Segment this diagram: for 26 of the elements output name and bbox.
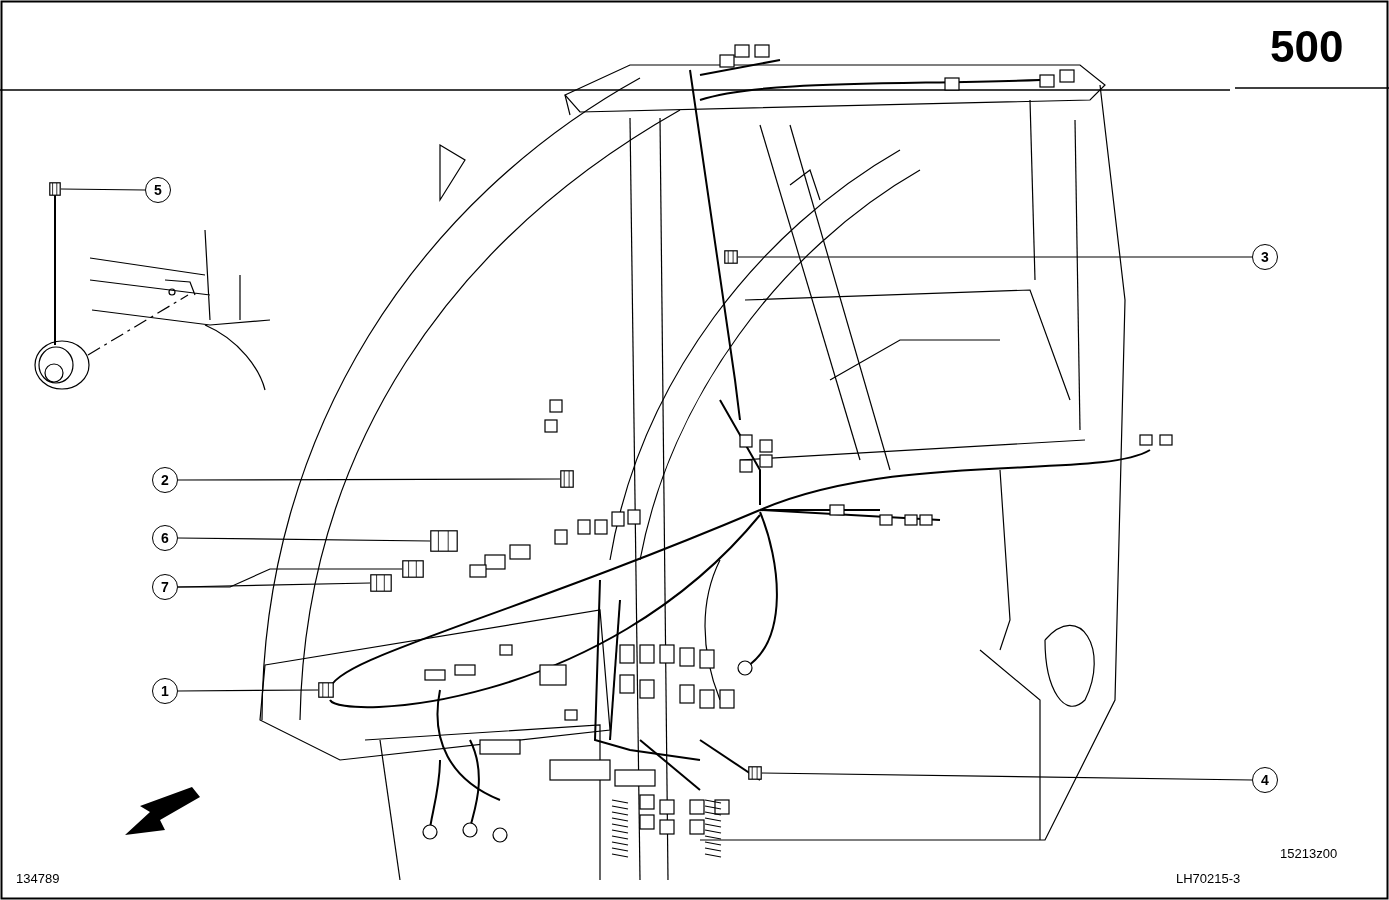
- callout-number: 6: [152, 525, 178, 551]
- connector-plug: [402, 560, 424, 578]
- connector-plug: [748, 766, 762, 780]
- document-number: LH70215-3: [1176, 871, 1241, 886]
- leader-line: [737, 256, 1253, 258]
- connector-plug: [49, 182, 61, 196]
- connector-plug: [560, 470, 574, 488]
- connector-plug: [430, 530, 458, 552]
- callout-number: 4: [1252, 767, 1278, 793]
- drawing-number: 15213z00: [1280, 846, 1338, 861]
- leader-line: [761, 772, 1253, 781]
- leader-line: [177, 689, 319, 692]
- leader-line: [177, 582, 371, 588]
- part-number: 134789: [16, 871, 60, 886]
- callout-number: 1: [152, 678, 178, 704]
- leader-line: [177, 478, 561, 481]
- leader-line: [177, 537, 431, 542]
- callout-number: 5: [145, 177, 171, 203]
- callout-number: 3: [1252, 244, 1278, 270]
- callout-number: 7: [152, 574, 178, 600]
- connector-plug: [724, 250, 738, 264]
- callout-number: 2: [152, 467, 178, 493]
- connector-plug: [318, 682, 334, 698]
- page-number: 500: [1270, 22, 1344, 72]
- connector-plug: [370, 574, 392, 592]
- leader-line: [60, 188, 146, 191]
